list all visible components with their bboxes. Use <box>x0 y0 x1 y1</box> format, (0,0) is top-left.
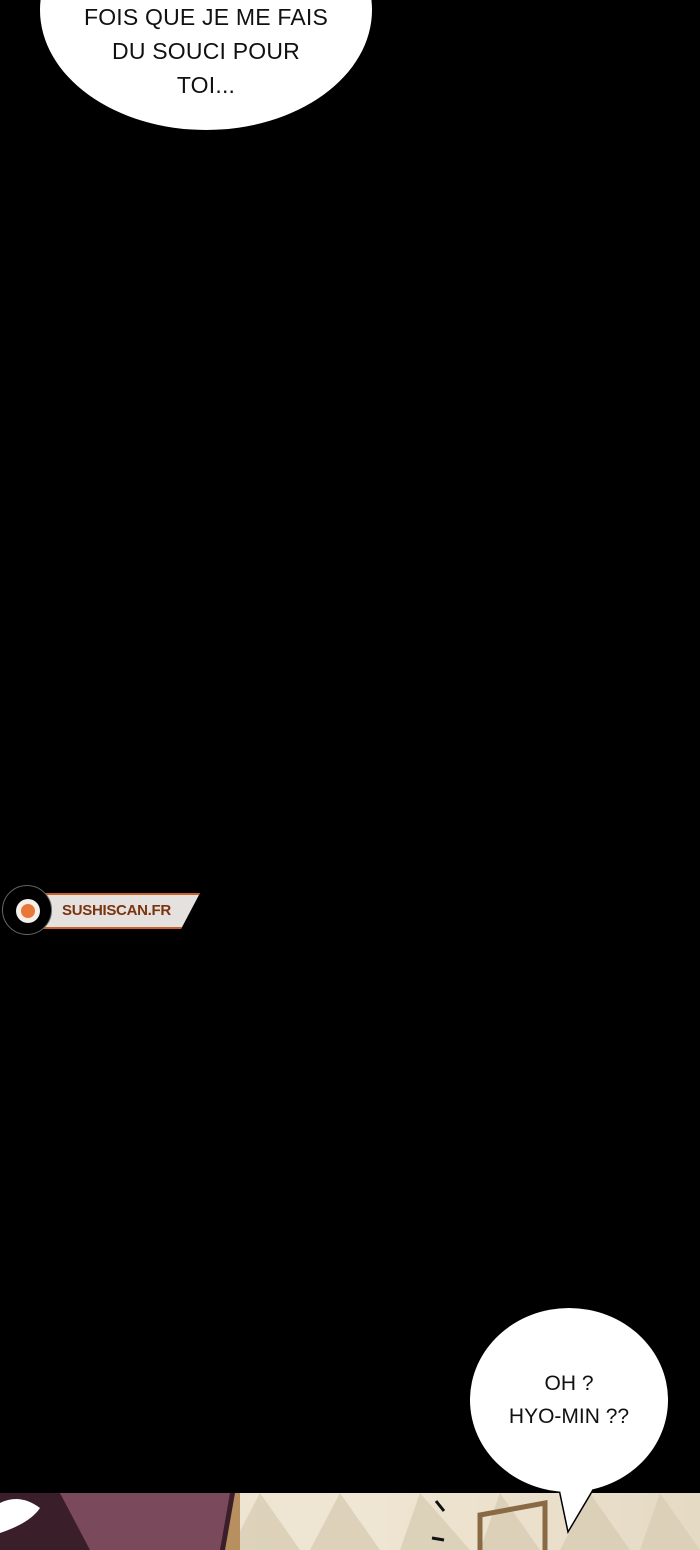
comic-panel-art <box>0 1493 700 1550</box>
watermark-banner <box>42 893 200 929</box>
panel-illustration <box>0 1493 700 1550</box>
bubble-line: FOIS QUE JE ME FAIS <box>83 4 329 30</box>
speech-bubble-bottom: OH ? HYO-MIN ?? <box>470 1308 668 1492</box>
bubble-line: TOI... <box>176 72 236 98</box>
sushi-logo-icon <box>2 885 52 935</box>
sushiscan-watermark: SUSHISCAN.FR <box>2 885 202 939</box>
bubble-line: DU SOUCI POUR <box>112 38 300 64</box>
bubble-line: HYO-MIN ?? <box>508 1405 630 1428</box>
bubble-line: OH ? <box>544 1372 594 1395</box>
watermark-text: SUSHISCAN.FR <box>62 902 171 919</box>
